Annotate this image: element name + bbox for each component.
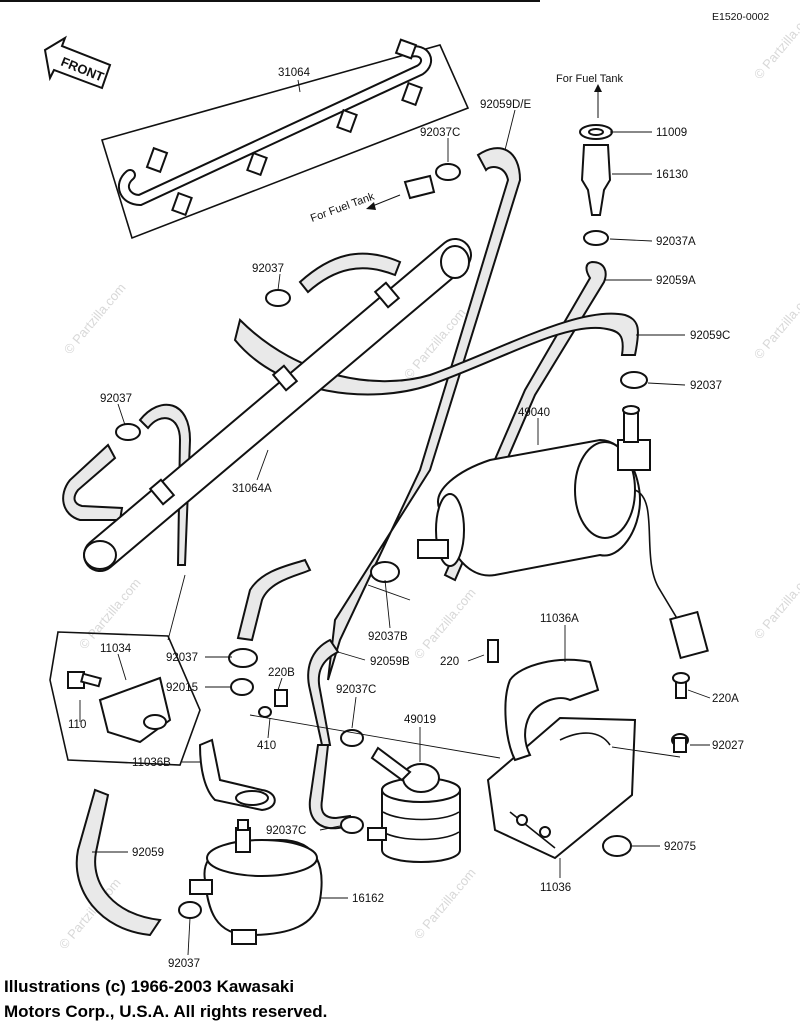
part-label: 11036B xyxy=(132,757,171,769)
part-label: 92037C xyxy=(336,684,376,696)
part-label: 92037A xyxy=(656,236,696,248)
part-label: 92059B xyxy=(370,656,410,668)
part-label: 92037 xyxy=(690,380,722,392)
part-label: 220B xyxy=(268,667,295,679)
part-label: 16162 xyxy=(352,893,384,905)
part-label: 92059C xyxy=(690,330,730,342)
watermark: © Partzilla.com xyxy=(411,865,479,942)
part-label: 92037 xyxy=(100,393,132,405)
pipe-31064A xyxy=(83,238,472,572)
small-parts xyxy=(115,124,690,919)
watermark: © Partzilla.com xyxy=(76,575,144,652)
part-label: 92037 xyxy=(252,263,284,275)
leader-lines xyxy=(79,79,711,956)
fuel-tank-label-left: For Fuel Tank xyxy=(309,190,377,224)
diagram-code: E1520-0002 xyxy=(712,11,769,23)
part-label: 92037B xyxy=(368,631,408,643)
fuel-filter-49019 xyxy=(367,746,461,863)
watermark: © Partzilla.com xyxy=(411,585,479,662)
part-label: 92037C xyxy=(266,825,306,837)
part-label: 16130 xyxy=(656,169,688,181)
part-label: 11009 xyxy=(656,127,687,139)
part-label: 220 xyxy=(440,656,459,668)
fuel-tank-arrows xyxy=(366,84,602,210)
short-hose xyxy=(298,252,402,294)
part-label: 49019 xyxy=(404,714,436,726)
bracket-11036A xyxy=(504,658,600,762)
part-label: 92059D/E xyxy=(480,99,531,111)
bracket-11034 xyxy=(49,631,201,766)
part-label: 92059 xyxy=(132,847,164,859)
watermark: © Partzilla.com xyxy=(751,565,800,642)
part-label: 92027 xyxy=(712,740,744,752)
part-label: 92075 xyxy=(664,841,696,853)
watermark: © Partzilla.com xyxy=(61,280,129,357)
copyright-line: Illustrations (c) 1966-2003 Kawasaki xyxy=(4,977,295,996)
part-label: 31064 xyxy=(278,67,311,79)
part-label: 110 xyxy=(68,719,86,731)
copyright-notice: Illustrations (c) 1966-2003 Kawasaki Mot… xyxy=(4,974,424,1024)
part-label: 92037 xyxy=(168,958,200,970)
part-label: 92059A xyxy=(656,275,696,287)
part-label: 92015 xyxy=(166,682,198,694)
bracket-11036B xyxy=(198,738,276,812)
part-label: 49040 xyxy=(518,407,550,419)
part-label: 92037 xyxy=(166,652,198,664)
part-label: 11036A xyxy=(540,613,579,625)
part-label: 410 xyxy=(257,740,276,752)
fuel-tank-label-top: For Fuel Tank xyxy=(556,73,624,85)
part-label: 220A xyxy=(712,693,739,705)
pressure-regulator-16162 xyxy=(189,819,323,945)
fuel-pump-49040 xyxy=(417,405,709,660)
front-arrow: FRONT xyxy=(43,35,112,90)
part-label: 31064A xyxy=(232,483,272,495)
part-label: 11036 xyxy=(540,882,571,894)
part-labels: 31064 92059D/E 11009 92037C 16130 92037 … xyxy=(68,67,744,970)
part-label: 92037C xyxy=(420,127,460,139)
watermark: © Partzilla.com xyxy=(751,285,800,362)
part-label: 11034 xyxy=(100,643,132,655)
copyright-line: Motors Corp., U.S.A. All rights reserved… xyxy=(4,1002,328,1021)
pipe-assembly-31064 xyxy=(100,38,470,240)
